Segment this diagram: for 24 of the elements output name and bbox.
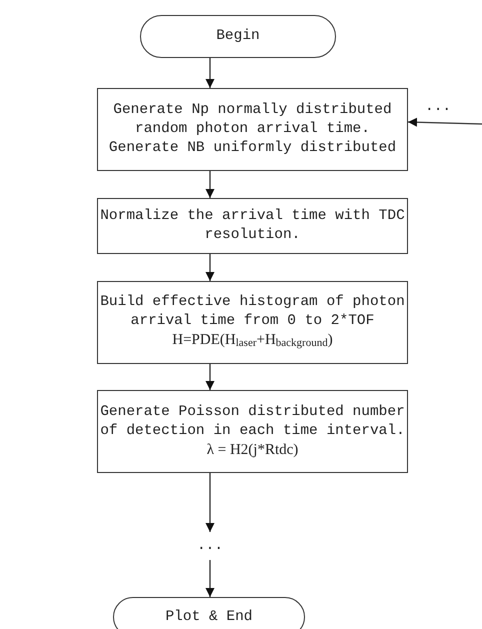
arrow [206, 58, 214, 88]
start-terminal [140, 15, 336, 58]
arrow [206, 473, 214, 532]
step-text: Generate Np normally distributed random photon arrival time. [112, 101, 393, 139]
arrow [206, 364, 214, 390]
step-text: Generate NB uniformly distributed [108, 139, 398, 158]
ellipsis-label: ... [425, 98, 452, 117]
arrow [206, 254, 214, 281]
end-terminal [113, 597, 305, 629]
step-text: Normalize the arrival time with TDC resolution. [99, 207, 406, 245]
ellipsis-text: ... [196, 536, 224, 556]
process-box [97, 88, 408, 171]
arrow [408, 118, 482, 127]
process-box [97, 390, 408, 473]
process-box [97, 281, 408, 364]
process-box [97, 198, 408, 254]
arrow [206, 560, 214, 597]
formula-text: λ = H2(j*Rtdc) [206, 441, 300, 460]
step-text: Begin [215, 27, 261, 46]
step-text: Generate Poisson distributed number of detection in each time interval. [99, 403, 406, 441]
formula-text: H=PDE(H$_{laser}$+H$_{background}$) [171, 330, 334, 350]
arrow [206, 171, 214, 198]
step-text: Build effective histogram of photon arrival time from 0 to 2*TOF [99, 292, 406, 330]
step-text: Plot & End [164, 608, 254, 626]
